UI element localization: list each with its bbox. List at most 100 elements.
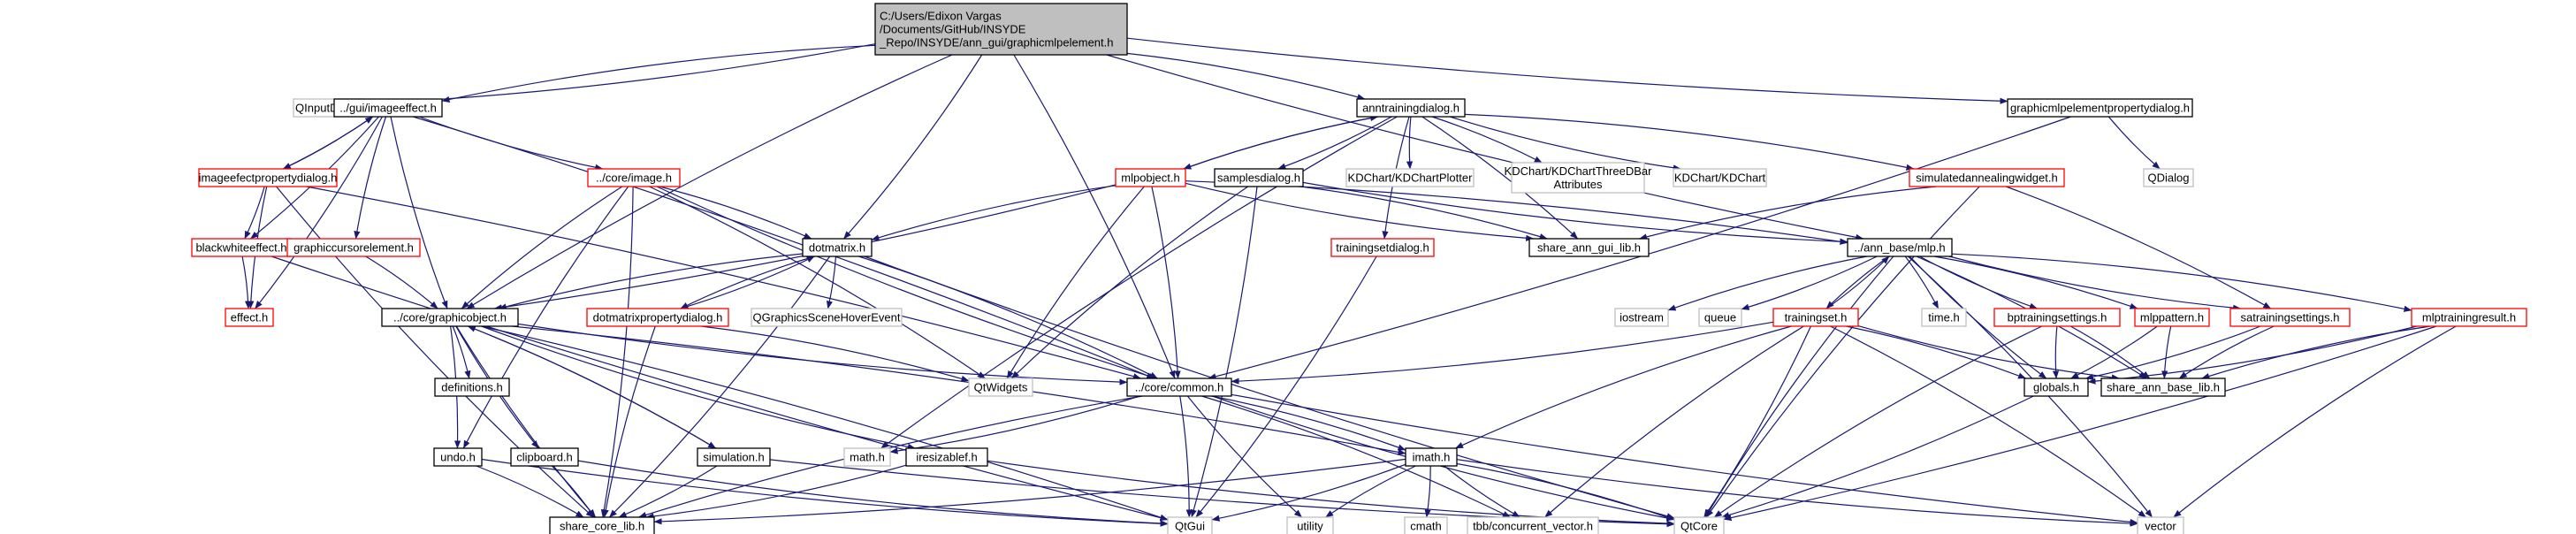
- node-kdchartplotter[interactable]: KDChart/KDChartPlotter: [1345, 168, 1475, 187]
- edge-core_graphicobject-to-qtgui: [481, 325, 1169, 521]
- node-share-core-lib[interactable]: share_core_lib.h: [549, 516, 655, 534]
- node-satrainingsettings[interactable]: satrainingsettings.h: [2229, 308, 2351, 327]
- edge-imath-to-utility: [1325, 465, 1416, 518]
- node-definitions[interactable]: definitions.h: [434, 378, 510, 397]
- node-box: [1467, 516, 1599, 534]
- edge-imath-to-tbb_concurrent_vector: [1444, 465, 1520, 518]
- node-utility[interactable]: utility: [1286, 516, 1334, 534]
- node-mlppattern[interactable]: mlppattern.h: [2134, 308, 2210, 327]
- node-label: tbb/concurrent_vector.h: [1473, 520, 1593, 533]
- node-qtgui[interactable]: QtGui: [1167, 516, 1213, 534]
- node-label: iostream: [1620, 311, 1664, 324]
- edge-trainingset-to-tbb_concurrent_vector: [1544, 325, 1804, 518]
- node-cmath[interactable]: cmath: [1404, 516, 1448, 534]
- node-label: ../gui/imageeffect.h: [339, 102, 437, 115]
- edge-imageefectpropertydialog-to-share_core_lib: [276, 186, 594, 518]
- node-trainingsetdialog[interactable]: trainingsetdialog.h: [1330, 238, 1435, 257]
- node-kdchart[interactable]: KDChart/KDChart: [1673, 168, 1767, 187]
- node-gui-imageeffect[interactable]: ../gui/imageeffect.h: [333, 98, 443, 118]
- edge-dotmatrix-to-share_core_lib: [608, 256, 831, 518]
- node-label: dotmatrixpropertydialog.h: [593, 311, 723, 324]
- edge-trainingset-to-core_common: [1231, 321, 1774, 385]
- node-graphiccursorelement[interactable]: graphiccursorelement.h: [286, 238, 421, 257]
- node-box: [586, 308, 729, 327]
- node-core-graphicobject[interactable]: ../core/graphicobject.h: [381, 308, 519, 327]
- node-imath[interactable]: imath.h: [1405, 447, 1458, 467]
- node-blackwhiteeffect[interactable]: blackwhiteeffect.h: [191, 238, 292, 257]
- node-box: [198, 168, 338, 187]
- node-clipboard[interactable]: clipboard.h: [510, 447, 579, 467]
- node-box: [2137, 516, 2184, 534]
- node-samplesdialog[interactable]: samplesdialog.h: [1214, 168, 1304, 187]
- edge-blackwhiteeffect-to-effect: [241, 256, 252, 309]
- node-core-common[interactable]: ../core/common.h: [1126, 378, 1232, 397]
- node-box: [802, 238, 873, 257]
- node-mlptrainingresult[interactable]: mlptrainingresult.h: [2411, 308, 2527, 327]
- node-vector[interactable]: vector: [2137, 516, 2184, 534]
- edge-anntrainingdialog-to-samplesdialog: [1277, 116, 1392, 170]
- node-queue[interactable]: queue: [1698, 308, 1742, 327]
- edge-simulatedannealingwidget-to-satrainingsettings: [2005, 186, 2272, 309]
- node-mlpobject[interactable]: mlpobject.h: [1115, 168, 1186, 187]
- edge-dotmatrix-to-core_graphicobject: [498, 253, 804, 310]
- node-box: [333, 98, 443, 118]
- node-label: QtCore: [1680, 520, 1718, 533]
- node-undo[interactable]: undo.h: [433, 447, 483, 467]
- node-iostream[interactable]: iostream: [1614, 308, 1669, 327]
- node-label: graphicmlpelementpropertydialog.h: [2010, 102, 2190, 115]
- node-box: [874, 3, 1128, 56]
- edge-dotmatrix-to-dotmatrixpropertydialog: [680, 256, 815, 309]
- edge-dotmatrixpropertydialog-to-dotmatrix: [680, 256, 815, 309]
- node-root[interactable]: C:/Users/Edixon Vargas/Documents/GitHub/…: [874, 3, 1128, 56]
- edge-imath-to-share_core_lib: [653, 458, 1406, 525]
- node-tbb-concurrent-vector[interactable]: tbb/concurrent_vector.h: [1467, 516, 1599, 534]
- edge-mlptrainingresult-to-vector: [2173, 325, 2457, 518]
- node-label: dotmatrix.h: [809, 241, 865, 255]
- node-qtcore[interactable]: QtCore: [1673, 516, 1725, 534]
- node-box: [697, 447, 771, 467]
- node-simulation[interactable]: simulation.h: [697, 447, 771, 467]
- node-label: definitions.h: [441, 381, 502, 394]
- node-time-h[interactable]: time.h: [1921, 308, 1967, 327]
- node-share-ann-base-lib[interactable]: share_ann_base_lib.h: [2100, 378, 2226, 397]
- node-dotmatrixpropertydialog[interactable]: dotmatrixpropertydialog.h: [586, 308, 729, 327]
- node-label: time.h: [1928, 311, 1959, 324]
- edge-anntrainingdialog-to-mlpobject: [1183, 116, 1378, 170]
- node-qgraphicsscenehoverevent[interactable]: QGraphicsSceneHoverEvent: [751, 308, 903, 327]
- edge-samplesdialog-to-qtwidgets: [1010, 186, 1249, 379]
- edge-anntrainingdialog-to-math_h: [880, 116, 1398, 449]
- node-simulatedannealingwidget[interactable]: simulatedannealingwidget.h: [1909, 168, 2065, 187]
- node-box: [1921, 308, 1967, 327]
- node-qdialog[interactable]: QDialog: [2143, 168, 2194, 187]
- edge-gui_imageeffect-to-graphiccursorelement: [354, 116, 387, 240]
- node-box: [1772, 308, 1859, 327]
- node-core-image[interactable]: ../core/image.h: [587, 168, 681, 187]
- node-dotmatrix[interactable]: dotmatrix.h: [802, 238, 873, 257]
- node-ann-base-mlp[interactable]: ../ann_base/mlp.h: [1847, 238, 1953, 257]
- node-label-line: /Documents/GitHub/INSYDE: [880, 23, 1026, 36]
- node-qtwidgets[interactable]: QtWidgets: [968, 378, 1033, 397]
- edge-imath-to-vector: [1456, 459, 2138, 527]
- node-globals[interactable]: globals.h: [2023, 378, 2089, 397]
- node-box: [2411, 308, 2527, 327]
- node-graphicmlpelementpropertydialog[interactable]: graphicmlpelementpropertydialog.h: [2007, 98, 2193, 118]
- node-anntrainingdialog[interactable]: anntrainingdialog.h: [1356, 98, 1466, 118]
- edge-trainingset-to-imath: [1455, 325, 1792, 449]
- edge-imath-to-qtgui: [1211, 463, 1406, 522]
- node-math-h[interactable]: math.h: [843, 447, 891, 467]
- node-effect[interactable]: effect.h: [225, 308, 274, 327]
- node-share-ann-gui-lib[interactable]: share_ann_gui_lib.h: [1528, 238, 1650, 257]
- node-box: [751, 308, 903, 327]
- node-bptrainingsettings[interactable]: bptrainingsettings.h: [1993, 308, 2121, 327]
- node-box: [1126, 378, 1232, 397]
- edge-blackwhiteeffect-to-qtgui: [271, 256, 1169, 522]
- edge-undo-to-share_core_lib: [476, 465, 584, 518]
- edge-core_common-to-utility: [1186, 395, 1303, 518]
- edge-core_image-to-core_common: [656, 186, 1157, 379]
- edge-dotmatrixpropertydialog-to-share_core_lib: [602, 325, 656, 518]
- node-imageefectpropertydialog[interactable]: imageefectpropertydialog.h: [198, 168, 338, 187]
- edge-core_graphicobject-to-iresizablef: [481, 325, 916, 450]
- node-iresizablef[interactable]: iresizablef.h: [905, 447, 988, 467]
- node-trainingset[interactable]: trainingset.h: [1772, 308, 1859, 327]
